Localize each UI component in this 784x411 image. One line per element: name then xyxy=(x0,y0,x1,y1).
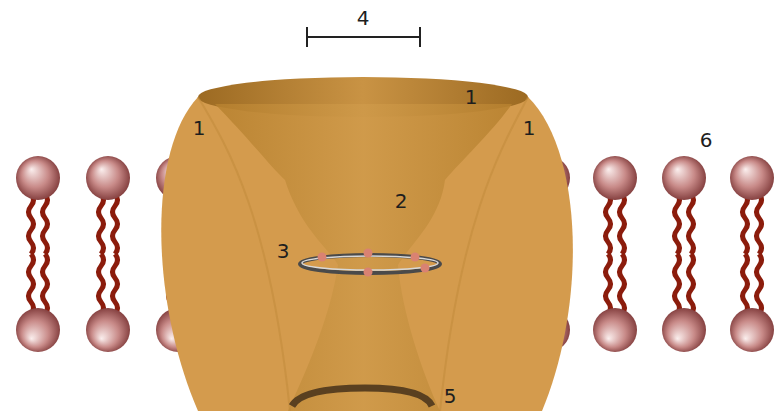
callout-number: 3 xyxy=(277,241,290,261)
callout-number: 1 xyxy=(193,118,206,138)
scale-bar xyxy=(307,27,420,47)
channel-gate xyxy=(292,388,432,406)
selectivity-filter xyxy=(300,249,440,277)
callout-number: 4 xyxy=(357,8,370,28)
callout-number: 5 xyxy=(444,386,457,406)
callout-number: 1 xyxy=(523,118,536,138)
callout-number: 6 xyxy=(700,130,713,150)
callout-number: 2 xyxy=(395,191,408,211)
callout-number: 1 xyxy=(465,87,478,107)
channel-protein xyxy=(161,77,573,411)
